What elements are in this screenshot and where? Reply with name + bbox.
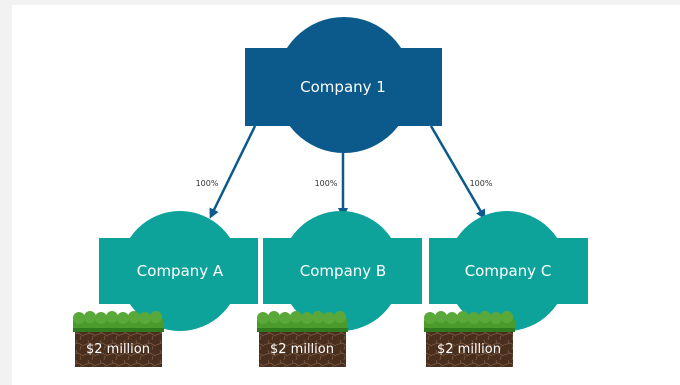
asset-b-soil bbox=[259, 331, 346, 367]
subsidiary-a-rect bbox=[99, 238, 258, 304]
subsidiary-b-rect bbox=[263, 238, 422, 304]
subsidiary-b-label: Company B bbox=[300, 262, 386, 280]
ownership-edges: 100% 100% 100% bbox=[196, 125, 493, 220]
edge-label-b: 100% bbox=[315, 179, 338, 188]
asset-block-a: $2 million bbox=[73, 311, 164, 367]
asset-c-soil bbox=[426, 331, 513, 367]
asset-c-value: $2 million bbox=[437, 342, 501, 357]
asset-b-grass bbox=[257, 311, 348, 332]
asset-b-value: $2 million bbox=[270, 342, 334, 357]
subsidiary-a-label: Company A bbox=[137, 262, 224, 280]
subsidiary-c-rect bbox=[429, 238, 588, 304]
asset-a-value: $2 million bbox=[86, 342, 150, 357]
parent-node-rect bbox=[245, 48, 442, 126]
subsidiary-c-label: Company C bbox=[465, 262, 552, 280]
subsidiary-node-c: Company C bbox=[429, 211, 588, 331]
parent-node: Company 1 bbox=[245, 17, 442, 153]
asset-a-soil bbox=[75, 331, 162, 367]
edge-label-c: 100% bbox=[470, 179, 493, 188]
asset-c-grass bbox=[424, 311, 515, 332]
subsidiary-node-a: Company A bbox=[99, 211, 258, 331]
asset-block-c: $2 million bbox=[424, 311, 515, 367]
edge-label-a: 100% bbox=[196, 179, 219, 188]
edge-arrow-c bbox=[429, 125, 486, 220]
parent-node-label: Company 1 bbox=[300, 78, 386, 96]
asset-block-b: $2 million bbox=[257, 311, 348, 367]
asset-a-grass bbox=[73, 311, 164, 332]
edge-arrow-a bbox=[209, 125, 257, 219]
subsidiary-node-b: Company B bbox=[263, 211, 422, 331]
